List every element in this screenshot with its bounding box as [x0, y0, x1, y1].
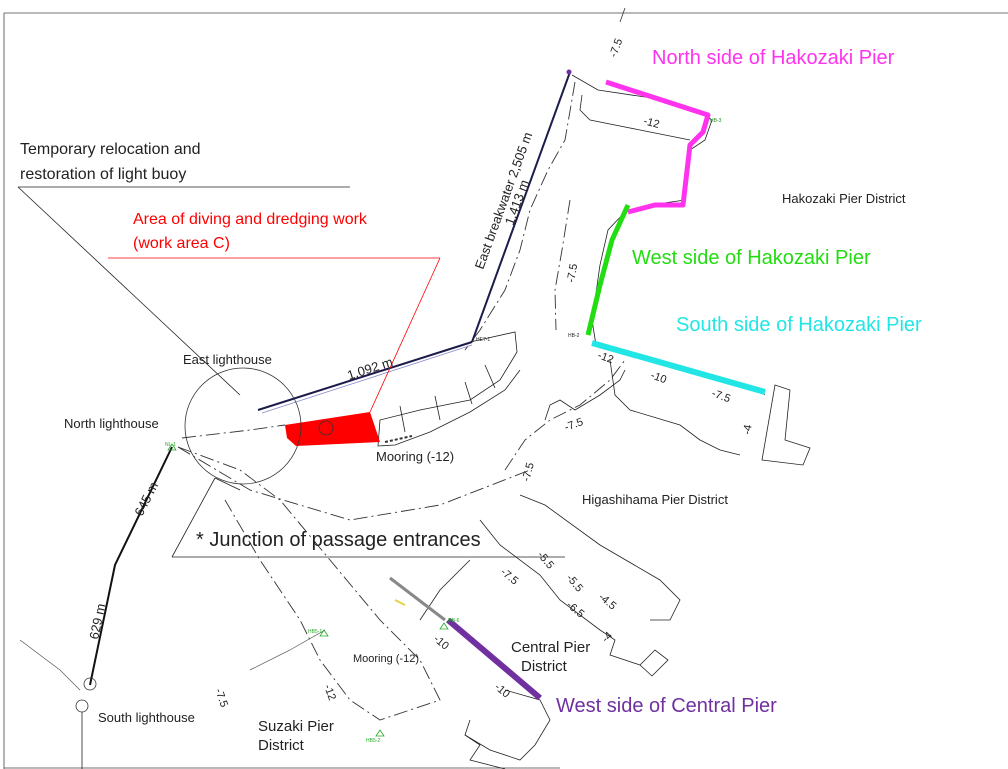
depth-c4: -4 [600, 630, 615, 645]
channel-main-1 [181, 424, 286, 439]
junction-circle [184, 367, 302, 485]
south-lighthouse-icon [75, 699, 89, 713]
label-suzaki-district-1: Suzaki Pier [258, 718, 334, 735]
depth-hak-12: -12 [642, 115, 660, 131]
central-outline-2 [479, 519, 641, 666]
west-side-hakozaki-line [585, 203, 631, 336]
hakozaki-channel-2 [554, 199, 571, 331]
central-outline-3 [419, 559, 471, 621]
west-side-central-line [446, 617, 542, 701]
suzaki-outline-2 [249, 629, 326, 671]
label-mooring-south: Mooring (-12) [353, 653, 419, 665]
frame-tick-top [619, 7, 626, 23]
buoy-marker-4 [439, 622, 449, 630]
suzaki-outline [19, 639, 81, 691]
label-temp-relocation-2: restoration of light buoy [20, 166, 186, 183]
depth-higa-75a: -7.5 [563, 416, 585, 434]
work-area-c [285, 412, 380, 446]
buoy-marker-1 [167, 443, 177, 451]
depth-south-75: -7.5 [710, 388, 732, 406]
leader-junction-diag2 [214, 477, 241, 491]
label-north-side-hakozaki: North side of Hakozaki Pier [652, 47, 895, 69]
buoy-marker-2 [319, 629, 329, 637]
leader-junction-diag1 [171, 477, 216, 558]
central-pier-lower-2 [464, 734, 506, 769]
label-east-lighthouse: East lighthouse [183, 352, 272, 367]
marker-he7: HE7-1 [476, 337, 490, 343]
depth-c55b: -5.5 [564, 572, 585, 594]
hakozaki-basin [579, 94, 691, 141]
east-quay-seg2 [434, 395, 441, 421]
east-quay-dash [384, 435, 413, 443]
central-outline-1 [519, 494, 681, 621]
pier-strip-yellow [394, 599, 406, 606]
pier-strip [389, 576, 446, 622]
central-pier-lower [464, 689, 551, 761]
channel-higashi [504, 359, 626, 471]
label-west-side-central: West side of Central Pier [556, 695, 777, 717]
depth-c10a: -10 [431, 633, 451, 652]
depth-c45: -4.5 [596, 591, 618, 612]
depth-c75: -7.5 [498, 566, 520, 587]
depth-4: -4 [741, 424, 755, 436]
hakozaki-channel [464, 81, 576, 351]
north-side-hakozaki-line [605, 79, 711, 215]
marker-hb5: HB5-1 [308, 629, 322, 635]
marker-hb5b: HB5-2 [366, 738, 380, 744]
label-dim-629: 629 m [86, 602, 108, 640]
depth-s12: -12 [321, 683, 338, 702]
label-junction: * Junction of passage entrances [196, 529, 481, 551]
label-central-district-1: Central Pier [511, 639, 590, 656]
label-mooring-east: Mooring (-12) [376, 449, 454, 464]
depth-c10b: -10 [492, 681, 512, 700]
east-quay-outline [377, 331, 521, 447]
central-block [639, 649, 669, 677]
marker-hb2: HB-2 [568, 333, 580, 339]
marker-c: HB-6 [448, 618, 460, 624]
label-north-lighthouse: North lighthouse [64, 416, 159, 431]
depth-top: -7.5 [608, 37, 626, 59]
higashihama-outline [609, 359, 741, 456]
label-diving-area-1: Area of diving and dredging work [133, 211, 368, 228]
label-east-breakwater: East breakwater 2,505 m [472, 130, 536, 271]
north-breakwater [89, 446, 173, 686]
leader-temp-diag [17, 186, 241, 396]
east-breakwater [471, 71, 571, 343]
label-south-lighthouse: South lighthouse [98, 710, 195, 725]
higashihama-outline-2 [544, 369, 626, 421]
label-temp-relocation-1: Temporary relocation and [20, 141, 201, 158]
south-side-hakozaki-line [591, 340, 766, 395]
label-dim-645: 645 m [131, 479, 161, 518]
east-quay-seg4 [484, 364, 496, 389]
south-pier-block [761, 384, 811, 466]
label-dim-1092: 1,092 m [345, 354, 394, 383]
label-suzaki-district-2: District [258, 737, 305, 754]
marker-hb3: HB-3 [710, 118, 722, 124]
depth-hak-75: -7.5 [565, 263, 580, 284]
label-south-side-hakozaki: South side of Hakozaki Pier [676, 314, 922, 336]
east-quay-seg3 [464, 381, 473, 405]
depth-south-12: -12 [596, 350, 615, 367]
channel-main-3 [177, 446, 441, 721]
south-lighthouse-ring [83, 677, 97, 691]
breakwater-end-marker [566, 69, 572, 75]
depth-s75: -7.5 [212, 687, 230, 709]
buoy-marker-3 [375, 729, 385, 737]
breakwater-1092 [257, 341, 473, 411]
depth-higa-75b: -7.5 [520, 461, 537, 482]
marker-n: NL-1 [165, 442, 176, 448]
leader-work-area-diag [369, 257, 441, 413]
label-diving-area-2: (work area C) [133, 235, 230, 252]
east-lighthouse-buoy [318, 420, 334, 436]
label-west-side-hakozaki: West side of Hakozaki Pier [632, 247, 871, 269]
channel-main-2 [177, 446, 531, 521]
depth-c55a: -5.5 [535, 549, 556, 571]
label-hakozaki-district: Hakozaki Pier District [782, 191, 906, 206]
label-higashihama-district: Higashihama Pier District [582, 492, 728, 507]
label-central-district-2: District [521, 658, 568, 675]
depth-south-10: -10 [649, 370, 668, 387]
breakwater-1092-inner [261, 344, 473, 414]
east-quay-seg1 [399, 405, 406, 433]
